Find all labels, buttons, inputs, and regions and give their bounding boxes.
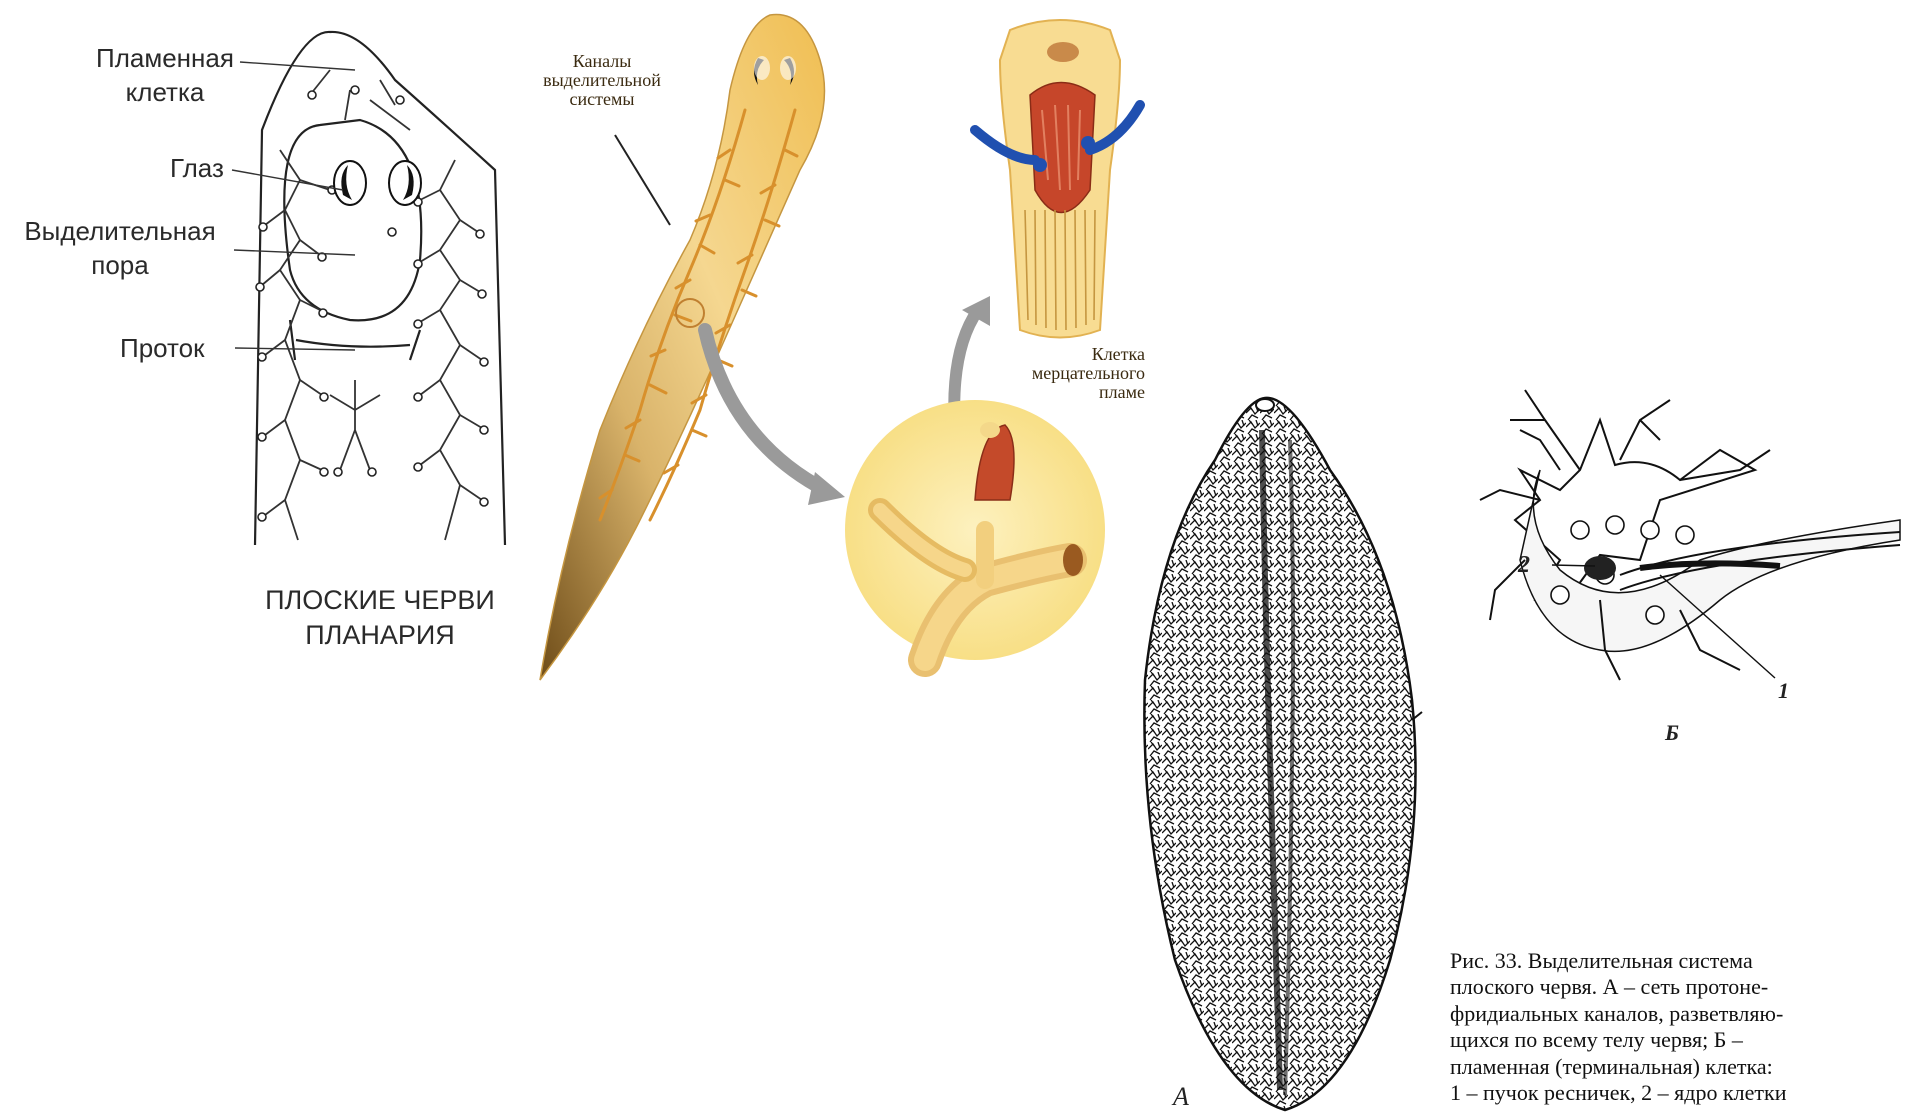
fluke-letter-a: А <box>1173 1082 1189 1112</box>
caption-line-6: 1 – пучок ресничек, 2 – ядро клетки <box>1450 1080 1900 1106</box>
caption-line-5: пламенная (терминальная) клетка: <box>1450 1054 1900 1080</box>
caption-line-3: фридиальных каналов, разветвляю- <box>1450 1001 1900 1027</box>
cell-marker-1: 1 <box>1778 678 1789 704</box>
caption-line-4: щихся по всему телу червя; Б – <box>1450 1027 1900 1053</box>
cell-letter-b: Б <box>1665 720 1679 746</box>
caption-line-1: Рис. 33. Выделительная система <box>1450 948 1900 974</box>
cell-marker-2: 2 <box>1518 552 1530 579</box>
figure-caption: Рис. 33. Выделительная система плоского … <box>1450 948 1900 1106</box>
caption-line-2: плоского червя. А – сеть протоне- <box>1450 974 1900 1000</box>
